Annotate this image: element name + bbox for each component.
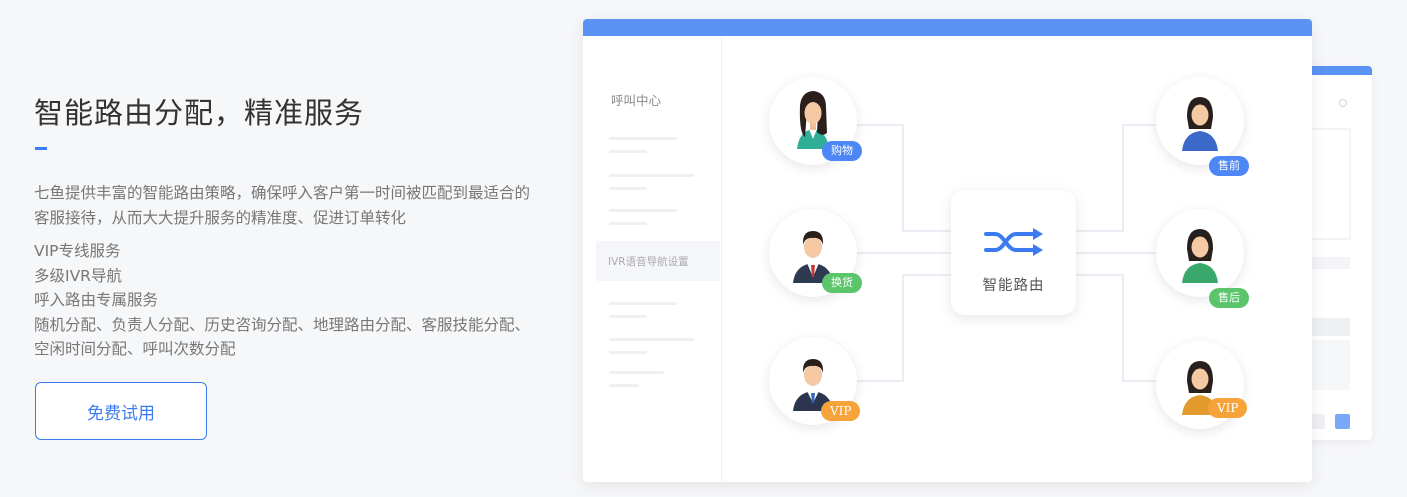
placeholder-line bbox=[609, 174, 694, 177]
feature-item: VIP专线服务 bbox=[34, 242, 121, 260]
agent-node-aftersales: 售后 bbox=[1156, 209, 1249, 308]
customer-node-exchange: 换货 bbox=[769, 209, 862, 297]
routing-illustration-card: 呼叫中心 IVR语音导航设置 bbox=[583, 19, 1312, 482]
placeholder-line bbox=[609, 187, 647, 190]
title-accent-divider bbox=[35, 147, 47, 150]
customer-node-shopping: 购物 bbox=[769, 77, 862, 165]
window-header-bar bbox=[1276, 66, 1372, 75]
agent-avatar bbox=[1156, 209, 1244, 297]
sidebar-title: 呼叫中心 bbox=[611, 93, 662, 108]
call-center-sidebar: 呼叫中心 IVR语音导航设置 bbox=[583, 36, 722, 482]
placeholder-line bbox=[609, 315, 647, 318]
feature-item: 呼入路由专属服务 bbox=[34, 291, 159, 309]
section-description: 七鱼提供丰富的智能路由策略，确保呼入客户第一时间被匹配到最适合的客服接待，从而大… bbox=[34, 184, 531, 227]
placeholder-line bbox=[609, 351, 647, 354]
placeholder-line bbox=[609, 338, 694, 341]
placeholder-line bbox=[609, 209, 677, 212]
sidebar-item-label: IVR语音导航设置 bbox=[608, 256, 689, 268]
hub-label: 智能路由 bbox=[982, 278, 1045, 294]
smart-routing-hub: 智能路由 bbox=[951, 190, 1076, 315]
badge-exchange: 换货 bbox=[822, 273, 862, 293]
placeholder-line bbox=[609, 150, 647, 153]
badge-presales: 售前 bbox=[1209, 156, 1249, 176]
placeholder-line bbox=[609, 137, 677, 140]
placeholder-line bbox=[609, 371, 664, 374]
agent-avatar bbox=[1156, 77, 1244, 165]
shuffle-icon bbox=[984, 228, 1043, 256]
badge-aftersales: 售后 bbox=[1209, 288, 1249, 308]
agent-node-vip: VIP bbox=[1156, 341, 1248, 429]
feature-item: 随机分配、负责人分配、历史咨询分配、地理路由分配、客服技能分配、空闲时间分配、呼… bbox=[34, 315, 531, 359]
badge-vip: VIP bbox=[821, 401, 861, 421]
window-header-bar bbox=[583, 19, 1312, 36]
section-title: 智能路由分配，精准服务 bbox=[34, 96, 365, 130]
free-trial-button[interactable]: 免费试用 bbox=[35, 382, 207, 440]
sidebar-item-ivr: IVR语音导航设置 bbox=[596, 241, 720, 281]
customer-node-vip: VIP bbox=[769, 337, 861, 425]
feature-item: 多级IVR导航 bbox=[34, 266, 122, 285]
badge-shopping: 购物 bbox=[822, 141, 862, 161]
placeholder-line bbox=[609, 222, 647, 225]
routing-connector-lines bbox=[856, 124, 1156, 382]
feature-list: VIP专线服务 多级IVR导航 呼入路由专属服务 随机分配、负责人分配、历史咨询… bbox=[34, 239, 534, 362]
badge-vip-agent: VIP bbox=[1208, 398, 1248, 418]
placeholder-line bbox=[609, 384, 639, 387]
agent-node-presales: 售前 bbox=[1156, 77, 1249, 176]
placeholder-line bbox=[609, 302, 677, 305]
